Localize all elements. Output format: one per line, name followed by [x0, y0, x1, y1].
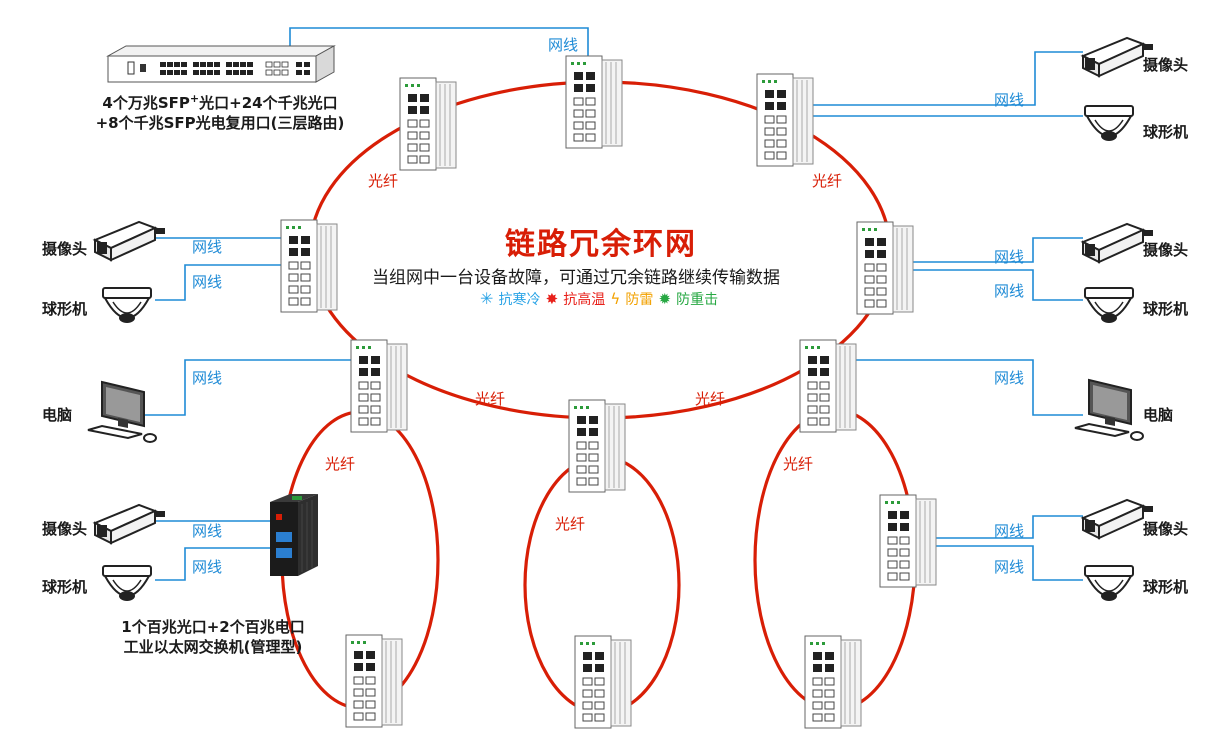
- fiber-label: 光纤: [475, 390, 506, 408]
- ring-switch-left: [280, 219, 338, 313]
- fiber-label: 光纤: [783, 455, 814, 473]
- fiber-label: 光纤: [325, 455, 356, 473]
- computer-left: [87, 381, 157, 443]
- ring-switch-bottom-right: [799, 339, 857, 433]
- dome-label: 球形机: [1143, 123, 1189, 141]
- dome-bottom-right: [1084, 565, 1134, 602]
- ring-switch-top-left: [399, 77, 457, 171]
- burst-icon: ✹: [658, 290, 672, 308]
- diagram-title: 链路冗余环网: [505, 227, 697, 262]
- computer-label: 电脑: [1143, 406, 1174, 424]
- sub-switch-bottom: [574, 635, 632, 729]
- cable-label: 网线: [192, 369, 223, 387]
- computer-label: 电脑: [42, 406, 73, 424]
- black-industrial-switch: [270, 494, 318, 576]
- ring-switch-top-right: [756, 73, 814, 167]
- cable-label: 网线: [994, 522, 1025, 540]
- camera-label: 摄像头: [1143, 520, 1189, 538]
- ring-switch-top: [565, 55, 623, 149]
- sub-switch-bottom-right: [804, 635, 862, 729]
- dome-label: 球形机: [42, 300, 88, 318]
- network-cable-lines: [140, 27, 1083, 581]
- dome-left: [102, 287, 152, 324]
- camera-bottom-left: [94, 504, 166, 544]
- feature-heat: 抗高温: [563, 292, 606, 308]
- cable-label: 网线: [192, 558, 223, 576]
- sun-icon: ✸: [545, 290, 559, 308]
- camera-label: 摄像头: [1143, 241, 1189, 259]
- fiber-label: 光纤: [812, 172, 843, 190]
- black-switch-caption: 1个百兆光口+2个百兆电口 工业以太网交换机(管理型): [121, 618, 305, 656]
- feature-impact: 防重击: [676, 292, 719, 308]
- dome-top-right: [1084, 105, 1134, 142]
- lightning-icon: ϟ: [610, 290, 621, 308]
- ring-switch-bottom: [568, 399, 626, 493]
- dome-right: [1084, 287, 1134, 324]
- fiber-label: 光纤: [555, 515, 586, 533]
- computer-right: [1074, 379, 1144, 441]
- cable-label: 网线: [548, 36, 579, 54]
- sub-switch-right: [879, 494, 937, 588]
- feature-lightning: 防雷: [625, 292, 654, 308]
- dome-bottom-left: [102, 565, 152, 602]
- cable-label: 网线: [994, 369, 1025, 387]
- cable-label: 网线: [994, 558, 1025, 576]
- cable-label: 网线: [192, 238, 223, 256]
- dome-label: 球形机: [1143, 300, 1189, 318]
- ring-switch-bottom-left: [350, 339, 408, 433]
- dome-label: 球形机: [1143, 578, 1189, 596]
- fiber-label: 光纤: [695, 390, 726, 408]
- ring-switch-right: [856, 221, 914, 315]
- cable-label: 网线: [994, 282, 1025, 300]
- core-switch-caption: 4个万兆SFP+光口+24个千兆光口 +8个千兆SFP光电复用口(三层路由): [95, 92, 345, 132]
- cable-label: 网线: [994, 248, 1025, 266]
- camera-label: 摄像头: [42, 520, 88, 538]
- sub-switch-bottom-left: [345, 634, 403, 728]
- cable-label: 网线: [994, 91, 1025, 109]
- snowflake-icon: ✳: [480, 289, 494, 308]
- dome-label: 球形机: [42, 578, 88, 596]
- diagram-subtitle: 当组网中一台设备故障，可通过冗余链路继续传输数据: [372, 268, 780, 288]
- feature-cold: 抗寒冷: [498, 292, 541, 308]
- cable-label: 网线: [192, 522, 223, 540]
- cable-label: 网线: [192, 273, 223, 291]
- camera-label: 摄像头: [42, 240, 88, 258]
- camera-label: 摄像头: [1143, 56, 1189, 74]
- camera-left: [94, 221, 166, 261]
- core-rack-switch: [106, 45, 336, 83]
- fiber-label: 光纤: [368, 172, 399, 190]
- feature-row: ✳ 抗寒冷 ✸ 抗高温 ϟ 防雷 ✹ 防重击: [480, 289, 718, 309]
